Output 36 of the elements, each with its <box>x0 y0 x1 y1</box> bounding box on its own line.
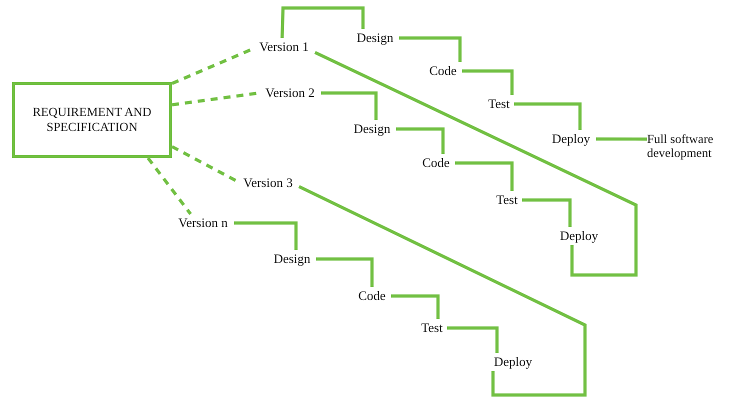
stage-label: Version n <box>172 214 234 232</box>
connector-line <box>316 257 374 287</box>
connector-line <box>455 161 514 191</box>
stage-label: Code <box>353 287 391 305</box>
stage-label: Version 1 <box>253 38 315 56</box>
stage-label: Deploy <box>554 227 604 245</box>
stage-label: Code <box>417 154 455 172</box>
connector-line <box>396 127 445 154</box>
dashed-connector <box>146 157 192 215</box>
connector-line <box>280 6 365 38</box>
connector-line <box>522 198 572 227</box>
connector-line <box>234 221 298 250</box>
stage-label: Design <box>351 29 399 47</box>
stage-label: Code <box>424 62 462 80</box>
stage-label: Version 2 <box>259 84 321 102</box>
stage-label: Deploy <box>488 353 538 371</box>
connector-line <box>462 69 514 95</box>
dashed-connector <box>172 91 260 106</box>
connector-line <box>399 36 462 62</box>
stage-label: Full software development <box>647 131 734 161</box>
stage-label: Test <box>484 95 514 113</box>
stage-label: Design <box>268 250 316 268</box>
connector-line <box>514 102 582 130</box>
connector-line <box>314 50 638 277</box>
connector-line <box>321 91 378 120</box>
connector-line <box>447 326 499 353</box>
process-box: REQUIREMENT AND SPECIFICATION <box>12 82 172 158</box>
stage-label: Design <box>348 120 396 138</box>
dashed-connector <box>171 145 238 183</box>
stage-label: Test <box>492 191 522 209</box>
connector-line <box>596 137 647 141</box>
stage-label: Version 3 <box>237 174 299 192</box>
connector-line <box>298 185 587 397</box>
connector-line <box>391 294 440 319</box>
stage-label: Test <box>417 319 447 337</box>
stage-label: Deploy <box>546 130 596 148</box>
